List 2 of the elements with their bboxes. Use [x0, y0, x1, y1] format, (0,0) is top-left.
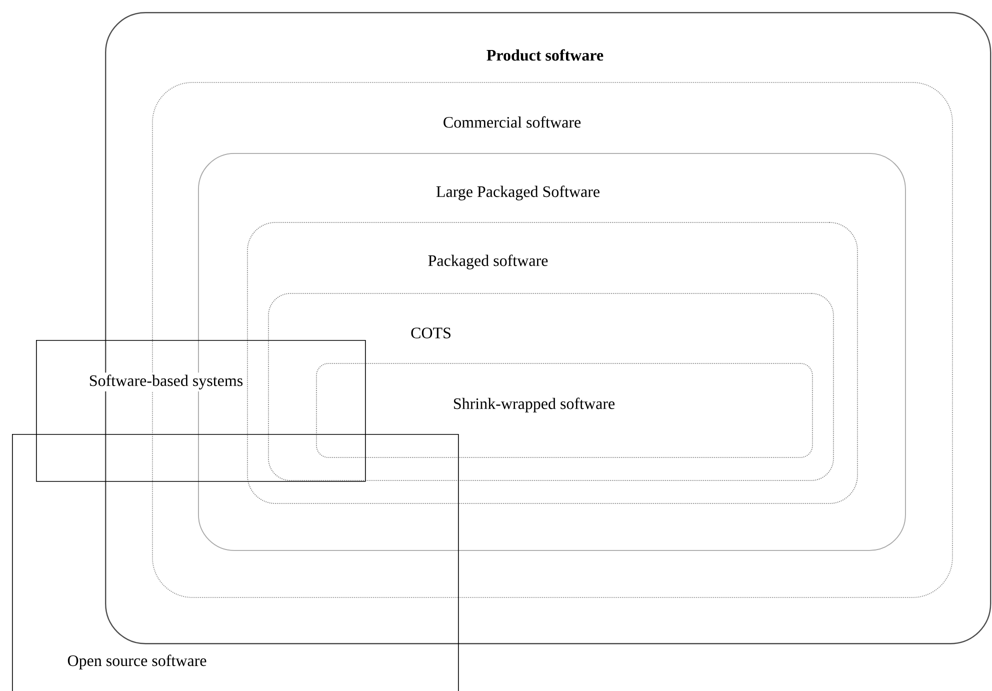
rounded-box: Shrink-wrapped software — [316, 363, 813, 458]
rectangle-box: Software-based systems — [36, 340, 366, 482]
